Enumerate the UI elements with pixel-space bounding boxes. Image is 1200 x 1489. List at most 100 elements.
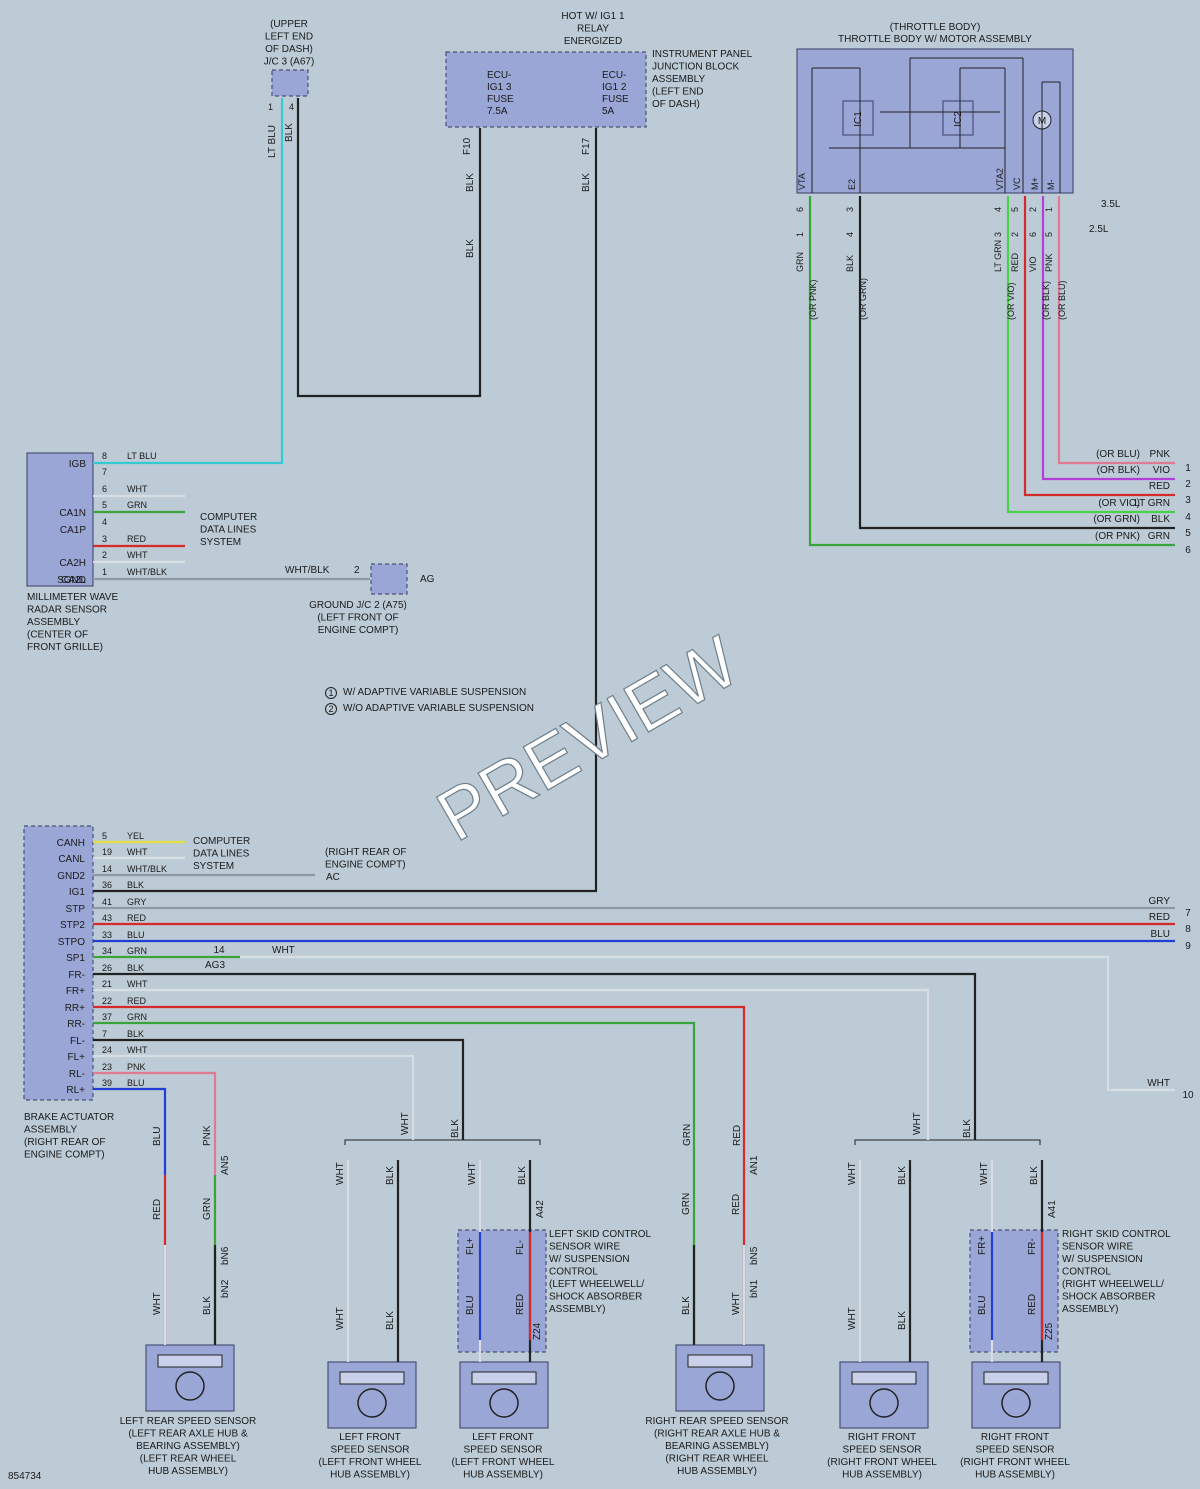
brake-splice-tag: AG3 [205,960,225,971]
wire-label-lt-blu: LT BLU [267,125,278,158]
right-skid-name-line-3: CONTROL [1062,1267,1111,1278]
brake-pin-label-3: IG1 [69,887,86,898]
diagram-id: 854734 [8,1471,42,1482]
left-front-sensor-1-name-line-1: SPEED SENSOR [464,1445,543,1456]
left-front-sensor-1-name-line-3: HUB ASSEMBLY) [463,1470,543,1481]
fuse-ecu-ig1-3-line-0: ECU- [487,70,511,81]
left-front-sensor-2-name-line-0: LEFT FRONT [339,1432,400,1443]
continuation-num-4: 5 [1185,528,1191,539]
rf2-blk-b: BLK [897,1311,908,1330]
brake-name-line-3: ENGINE COMPT) [24,1150,105,1161]
lf1-blu: BLU [465,1296,476,1315]
wire-label-blk-f10b: BLK [465,239,476,258]
left-front-sensor-2-name-line-1: SPEED SENSOR [331,1445,410,1456]
wires [93,98,1175,1362]
throttle-alt-2: (OR VIO) [1006,282,1016,320]
right-skid-name-line-0: RIGHT SKID CONTROL [1062,1229,1171,1240]
conn-z24: Z24 [532,1322,543,1340]
lf2-wht: WHT [335,1162,346,1185]
relay-label-line-1: RELAY [577,24,609,35]
branch-blk-right: BLK [962,1119,973,1138]
branch-blk-left: BLK [450,1119,461,1138]
right-front-speed-sensor-2-gear-icon [869,1388,899,1418]
left-front-speed-sensor-2-coil [339,1371,405,1385]
wire-blk-jc3-f10 [296,98,482,398]
fuse-ecu-ig1-3-line-3: 7.5A [487,106,508,117]
throttle-wire-run-1 [858,196,1175,530]
rf1-frp: FR+ [977,1236,988,1255]
brake-pin-num-6: 33 [102,930,112,940]
brake-pin-num-11: 37 [102,1012,112,1022]
throttle-alt-1: (OR GRN) [858,278,868,320]
throttle-pin-35-1: 3 [845,207,855,212]
lf1-blk: BLK [517,1166,528,1185]
continuation-color-0: PNK [1149,449,1170,460]
brake-actuator-assembly [23,825,94,1101]
left-front-sensor-2-name-line-2: (LEFT FRONT WHEEL [319,1457,422,1468]
right-rear-sensor-name-line-2: BEARING ASSEMBLY) [665,1441,769,1452]
radar-wire-5: RED [127,534,147,544]
left-rear-sensor-name-line-4: HUB ASSEMBLY) [148,1466,228,1477]
legend-text-0: W/ ADAPTIVE VARIABLE SUSPENSION [343,687,526,698]
throttle-wire-5: PNK [1044,253,1054,272]
jc3-label-line-1: LEFT END [265,32,313,43]
rf1-blk: BLK [1029,1166,1040,1185]
right-skid-name-line-1: SENSOR WIRE [1062,1242,1133,1253]
right-rear-sensor-name-line-0: RIGHT REAR SPEED SENSOR [645,1416,788,1427]
ground-jc2-name-line-2: ENGINE COMPT) [318,625,399,636]
brake-name-line-1: ASSEMBLY [24,1125,77,1136]
continuation-num-5: 6 [1185,545,1191,556]
radar-cdls-line-0: COMPUTER [200,512,257,523]
radar-pin-label-8: SGND [57,575,86,586]
branch-wht-left: WHT [400,1112,411,1135]
legend-circle-1 [325,703,337,715]
ipjb-label-line-2: ASSEMBLY [652,74,705,85]
brake-wire-14: PNK [127,1062,146,1072]
brake-wire-13: WHT [127,1045,148,1055]
left-skid-name-line-4: (LEFT WHEELWELL/ [549,1279,644,1290]
branch-blu-rl: BLU [152,1127,163,1146]
brake-pin-num-9: 21 [102,979,112,989]
brake-pin-num-3: 36 [102,880,112,890]
radar-pin-label-4: CA1P [60,525,86,536]
throttle-pin-name-5: M- [1046,180,1056,191]
continuation-alt-1: (OR BLK) [1097,465,1140,476]
right-rear-sensor-name-line-4: HUB ASSEMBLY) [677,1466,757,1477]
continuation-color-4: BLK [1151,514,1170,525]
brake-pin-label-12: FL- [70,1036,85,1047]
brake-pin-num-4: 41 [102,897,112,907]
throttle-wire-1: BLK [845,255,855,272]
ipjb-label-line-3: (LEFT END [652,87,704,98]
branch-bracket-right [854,1139,1041,1145]
radar-name-line-4: FRONT GRILLE) [27,642,103,653]
bottom-continuation-num-1: 8 [1185,924,1191,935]
continuation-num-2: 3 [1185,495,1191,506]
ipjb-label-line-4: OF DASH) [652,99,700,110]
continuation-num-3: 4 [1185,512,1191,523]
right-front-sensor-1-name-line-3: HUB ASSEMBLY) [975,1470,1055,1481]
jc3-connector [271,69,309,97]
radar-pin-label-0: IGB [69,459,87,470]
bottom-continuation-color-1: RED [1149,912,1170,923]
brake-pin-label-11: RR- [67,1019,85,1030]
branch-pnk-rl: PNK [202,1125,213,1146]
throttle-body-assembly [796,48,1074,194]
brake-pin-label-13: FL+ [67,1052,85,1063]
jc3-label-line-2: OF DASH) [265,44,313,55]
ground-jc2-name-line-1: (LEFT FRONT OF [317,613,398,624]
radar-wire-6: WHT [127,550,148,560]
jc3-pin-4: 4 [289,102,294,112]
bottom-continuation-color-2: BLU [1151,929,1170,940]
radar-pin-label-3: CA1N [59,508,86,519]
left-rear-sensor-name-line-2: BEARING ASSEMBLY) [136,1441,240,1452]
ic1-box [842,100,874,136]
brake-cdls-line-0: COMPUTER [193,836,250,847]
lf1-wht: WHT [467,1162,478,1185]
throttle-wire-run-2 [1006,196,1175,514]
right-rear-speed-sensor-gear-icon [705,1371,735,1401]
lf1-flp: FL+ [465,1237,476,1255]
conn-bn5: bN5 [749,1246,760,1265]
wire-blk-f17-ig1 [93,128,598,893]
right-front-speed-sensor-2-coil [851,1371,917,1385]
